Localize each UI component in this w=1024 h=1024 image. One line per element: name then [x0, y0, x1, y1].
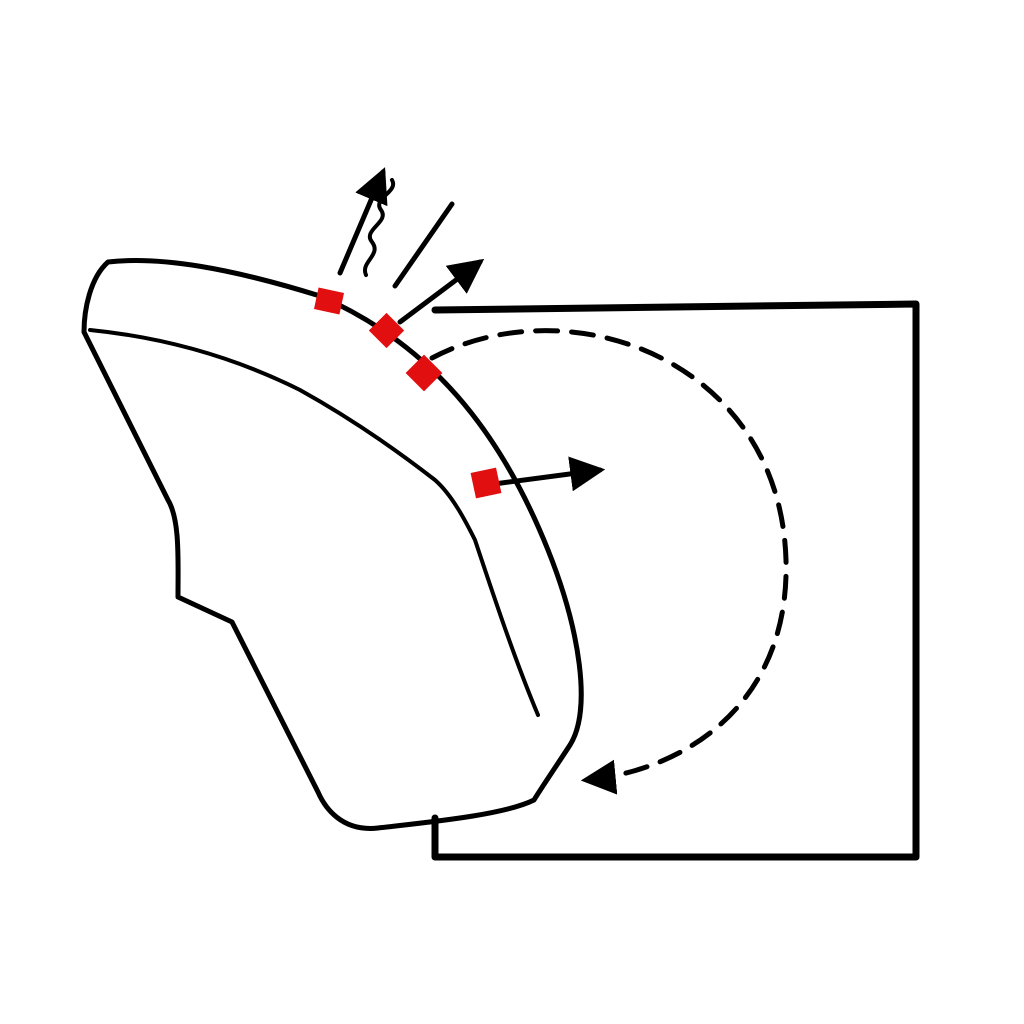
inner-contour	[88, 328, 540, 717]
marker-3	[405, 354, 443, 392]
box-outline	[431, 300, 920, 861]
emission-line	[392, 201, 455, 289]
dashed-return-arrow	[429, 328, 789, 795]
marker-1	[313, 287, 345, 315]
wavy-emission-line	[362, 178, 396, 277]
arrow-up-right	[397, 258, 485, 325]
arrow-up-left	[337, 167, 388, 276]
marker-2	[368, 312, 405, 349]
object-outline	[81, 258, 584, 831]
arrow-right	[491, 456, 606, 492]
marker-4	[470, 467, 502, 499]
